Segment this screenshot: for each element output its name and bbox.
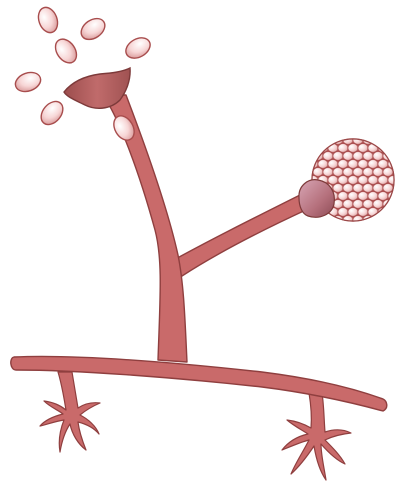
sporangium-spore [338, 160, 348, 169]
sporangium-spore [373, 152, 383, 161]
sporangium-spore [373, 200, 383, 209]
sporangium-spore [368, 144, 378, 153]
sporangium-spore [353, 184, 363, 193]
sporangium-spore [338, 176, 348, 185]
spore [77, 14, 109, 44]
spore [122, 34, 154, 63]
sporangium-spore [363, 168, 373, 177]
sporangium-spore [383, 184, 393, 193]
sporangium-spore [328, 160, 338, 169]
sporangium-spore [358, 144, 368, 153]
sporangium-spore [383, 168, 393, 177]
spore [37, 97, 68, 128]
sporangium-spore [358, 192, 368, 201]
sporangium-spore [388, 176, 398, 185]
sporangium-spore [313, 168, 323, 177]
sporangium-spore [338, 208, 348, 217]
sporangium-spore [348, 176, 358, 185]
sporangium-spore [333, 184, 343, 193]
sporangium-spore [338, 144, 348, 153]
sporangium-spore [358, 208, 368, 217]
sporangium-spore [378, 192, 388, 201]
sporangium-spore [368, 192, 378, 201]
sporangium-spore [328, 176, 338, 185]
sporangium-spore [338, 192, 348, 201]
sporangium-spore [343, 168, 353, 177]
sporangium-spore [373, 168, 383, 177]
rhizoid-right [282, 393, 351, 480]
sporangium-spore [353, 200, 363, 209]
sporangium-spore [353, 168, 363, 177]
sporangium-spore [323, 168, 333, 177]
sporangium-spore [353, 152, 363, 161]
sporangium-spore [368, 160, 378, 169]
sporangium-spore [378, 176, 388, 185]
sporangium-spore [368, 208, 378, 217]
sporangium-spore [368, 176, 378, 185]
spore [35, 5, 61, 36]
sporangium-spore [348, 160, 358, 169]
sporangium-spore [348, 208, 358, 217]
sporangium-spore [348, 144, 358, 153]
sporangium-spore [343, 184, 353, 193]
sporangium-spore [328, 144, 338, 153]
sporangium-spore [323, 152, 333, 161]
sporangium-spore [373, 184, 383, 193]
apophysis [299, 180, 334, 218]
rhizoid-left [40, 372, 100, 452]
sporangium-spore [363, 184, 373, 193]
sporangium-spore [358, 160, 368, 169]
sporangium-spore [363, 152, 373, 161]
sporangium-spore [343, 152, 353, 161]
spore [51, 35, 81, 67]
sporangium-spore [348, 192, 358, 201]
sporangium-spore [333, 152, 343, 161]
sporangium-spore [358, 176, 368, 185]
sporangiophore-stalk [103, 95, 187, 362]
branch-hypha [170, 195, 308, 276]
sporangium-spore [343, 200, 353, 209]
sporangium-spore [363, 200, 373, 209]
spore [13, 69, 44, 95]
sporangium-spore [378, 160, 388, 169]
sporangium-spore [333, 168, 343, 177]
sporangium-spore [318, 160, 328, 169]
